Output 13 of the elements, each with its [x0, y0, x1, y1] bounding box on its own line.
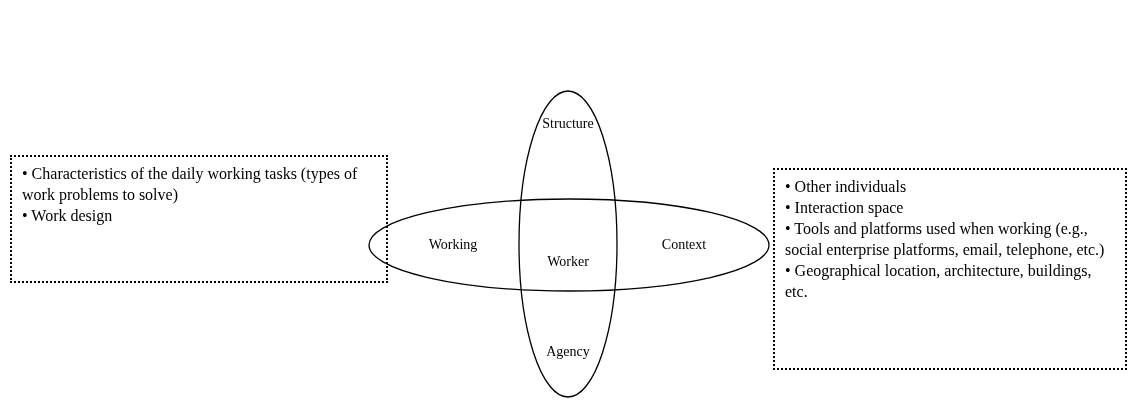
- bullet-text: • Interaction space: [785, 198, 905, 218]
- center-label: Worker: [547, 254, 589, 270]
- text-box: [10, 155, 388, 283]
- ellipse-label: Structure: [542, 116, 594, 132]
- ellipse-label: Context: [661, 237, 707, 253]
- bullet-text: • Tools and platforms used when working (e.g., social enterprise platforms, email, telephone, etc.): [785, 219, 1106, 260]
- ellipse-label: Working: [428, 237, 478, 253]
- bullet-text: • Other individuals: [785, 177, 908, 197]
- text-box: [773, 168, 1127, 370]
- ellipse-label: Agency: [546, 344, 590, 360]
- bullet-text: • Characteristics of the daily working tasks (types of work problems to solve): [22, 164, 359, 205]
- bullet-text: • Geographical location, architecture, buildings, etc.: [785, 261, 1093, 302]
- bullet-text: • Work design: [22, 206, 114, 226]
